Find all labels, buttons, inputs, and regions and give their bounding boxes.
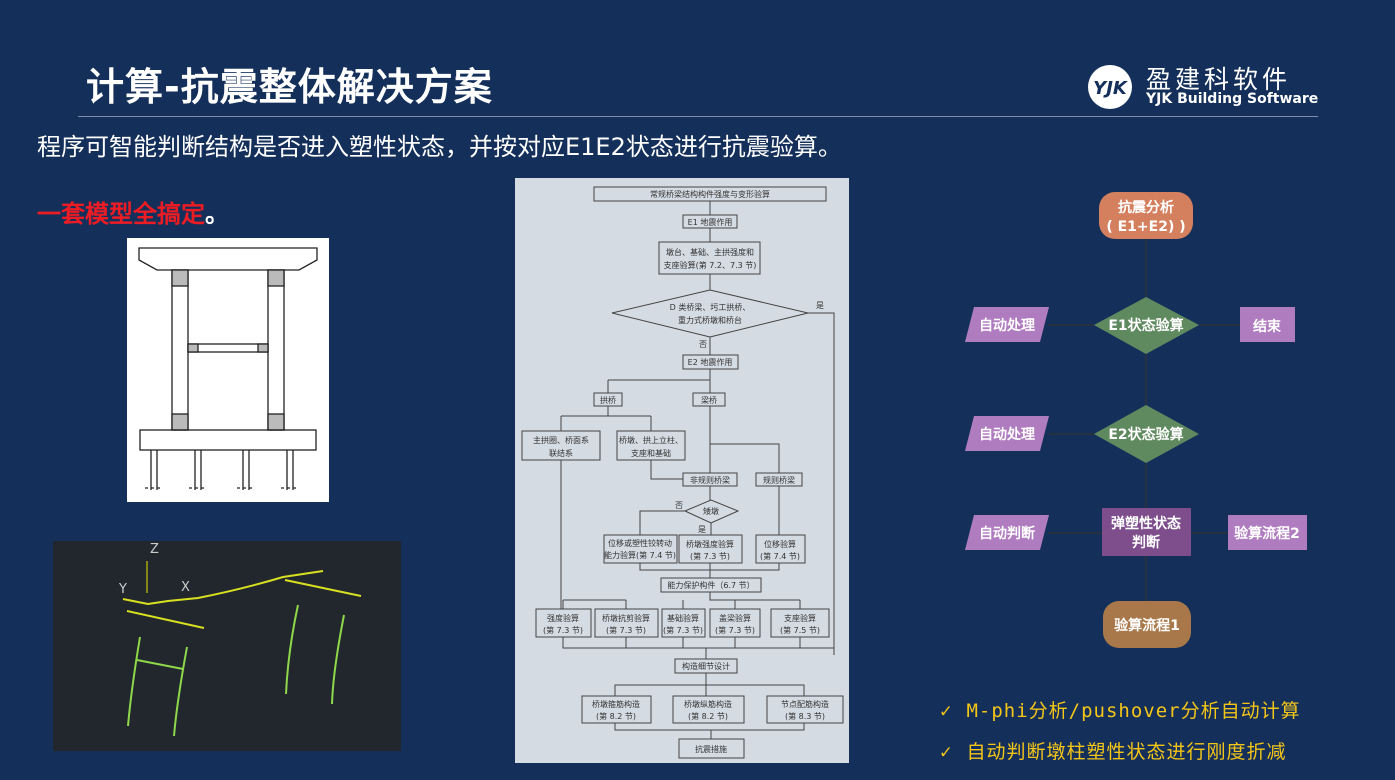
flow1-label: 验算流程1 [1114,617,1180,634]
flow-check: 支座验算 [784,613,816,623]
flow2-label: 验算流程2 [1234,525,1300,542]
flow-check: 基础验算 [667,613,699,623]
bullet-text: M-phi分析/pushover分析自动计算 [966,700,1301,722]
flow-pier-question: 矮墩 [703,506,719,516]
slogan-text: 一套模型全搞定 [37,200,205,228]
check-icon: ✓ [940,741,953,763]
flow-arch: 拱桥 [600,395,616,405]
flow-detail-ref: (第 8.3 节) [785,711,825,721]
start-label: 抗震分析 [1118,199,1174,216]
flow-disp-ductile: 位移或塑性铰转动 [608,538,672,548]
flow-check: 盖梁验算 [719,613,751,623]
pier-drawing [127,238,329,502]
auto2-label: 自动处理 [979,426,1035,443]
flow-check-ref: (第 7.3 节) [715,625,755,635]
plastic-state-node [1102,508,1191,556]
flow-check-ref: (第 7.5 节) [780,625,820,635]
flow-q-yes: 是 [698,525,706,534]
flow-regular: 规则桥梁 [763,475,795,485]
flow-detail-ref: (第 8.2 节) [596,711,636,721]
flow-capacity: 能力保护构件（6.7 节） [667,580,754,590]
flow-detail-item: 桥墩纵筋构造 [684,699,732,709]
flow-check-ref: (第 7.3 节) [543,625,583,635]
bullet-item: ✓ 自动判断墩柱塑性状态进行刚度折减 [940,737,1286,764]
slogan-end: 。 [205,200,229,228]
flow-check: 桥墩抗剪验算 [602,613,650,623]
flow-arch-main-2: 联结系 [549,448,573,458]
flow-no: 否 [699,340,707,349]
pier-elevation-icon [138,247,318,490]
title-divider [78,116,1318,117]
axis-z-label: Z [150,542,159,557]
start-label-2: ( E1+E2) ) [1106,219,1185,235]
e2-diamond [1094,405,1199,463]
logo-english: YJK Building Software [1146,91,1319,107]
flow-detail-ref: (第 8.2 节) [688,711,728,721]
flow-detail-item: 桥墩箍筋构造 [592,699,640,709]
flow-arch-pier: 桥墩、拱上立柱、 [619,435,683,445]
flow-disp-ductile-2: 能力验算(第 7.4 节) [604,550,676,560]
flow-disp-check-2: (第 7.4 节) [760,551,800,561]
flow-q-no: 否 [675,501,683,510]
auto1-label: 自动处理 [979,317,1035,334]
flow-e1: E1 地震作用 [688,217,733,227]
flow-pier-strength: 桥墩强度验算 [686,539,734,549]
flow-check-ref: (第 7.3 节) [663,625,703,635]
start-node [1099,192,1193,239]
flow-measures: 抗震措施 [695,744,727,754]
bullet-text: 自动判断墩柱塑性状态进行刚度折减 [966,741,1287,763]
cad-model-view: Z Y X [53,541,401,751]
svg-text:YJK: YJK [1093,78,1129,99]
flow2-node [1228,515,1307,550]
flow1-node [1103,601,1191,648]
e1-label: E1状态验算 [1108,317,1183,334]
flow-detail: 构造细节设计 [682,661,730,671]
auto-process-2 [965,416,1049,451]
flow-arch-pier-2: 支座和基础 [631,448,671,458]
flow-irregular: 非规则桥梁 [690,475,730,485]
flow-e1-check-2: 支座验算(第 7.2、7.3 节) [664,260,757,270]
axis-y-label: Y [118,582,127,597]
code-flowchart-diagram: 常规桥梁结构构件强度与变形验算 E1 地震作用 墩台、基础、主拱强度和 支座验算… [521,186,844,759]
logo: YJK 盈建科软件 YJK Building Software [1086,60,1326,116]
subtitle: 程序可智能判断结构是否进入塑性状态，并按对应E1E2状态进行抗震验算。 [37,133,842,161]
axis-x-label: X [181,580,190,595]
page-title: 计算-抗震整体解决方案 [86,65,493,109]
flow-disp-check: 位移验算 [764,539,796,549]
flow-check-ref: (第 7.3 节) [606,625,646,635]
e2-label: E2状态验算 [1108,426,1183,443]
bridge-3d-model: Z Y X [118,542,362,737]
auto-process-1 [965,307,1049,342]
e1-diamond [1094,297,1199,354]
flow-beam: 梁桥 [701,395,717,405]
code-flowchart: 常规桥梁结构构件强度与变形验算 E1 地震作用 墩台、基础、主拱强度和 支座验算… [515,178,849,763]
flow-detail-item: 节点配筋构造 [781,699,829,709]
flow-yes: 是 [816,301,824,310]
plastic-label-2: 判断 [1132,534,1160,551]
flow-decision-2: 重力式桥墩和桥台 [678,315,742,325]
end-node [1240,307,1295,342]
check-icon: ✓ [940,700,953,722]
flow-check: 强度验算 [547,613,579,623]
auto-judge [965,515,1049,550]
flow-pier-strength-2: (第 7.3 节) [690,551,730,561]
plastic-label: 弹塑性状态 [1111,515,1181,532]
auto3-label: 自动判断 [979,525,1035,542]
slogan: 一套模型全搞定。 [37,194,229,229]
yjk-logo-icon: YJK [1088,65,1132,109]
flow-e2: E2 地震作用 [688,357,733,367]
end-label: 结束 [1253,318,1282,335]
logo-chinese: 盈建科软件 [1146,65,1292,94]
flow-arch-main: 主拱圈、桥面系 [533,435,589,445]
flow-title: 常规桥梁结构构件强度与变形验算 [650,189,770,199]
flow-e1-check: 墩台、基础、主拱强度和 [666,247,754,257]
bullet-item: ✓ M-phi分析/pushover分析自动计算 [940,696,1301,723]
flow-decision: D 类桥梁、圬工拱桥、 [670,302,751,312]
